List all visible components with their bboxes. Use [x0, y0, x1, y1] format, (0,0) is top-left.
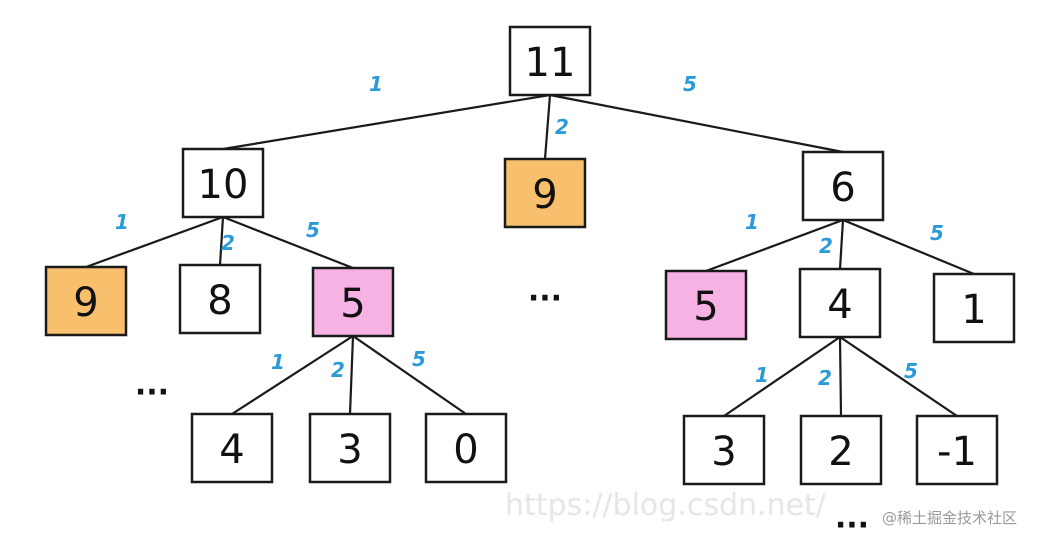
edge-weight-label: 1	[115, 210, 129, 234]
node-box	[915, 414, 999, 486]
edge-weight-label: 2	[819, 234, 833, 258]
node-box	[799, 414, 883, 486]
tree-node-n4r: 4	[798, 267, 882, 339]
node-box	[798, 267, 882, 339]
node-box	[503, 157, 587, 229]
node-value: 5	[340, 281, 365, 327]
node-value: -1	[937, 429, 977, 475]
edge-n6-to-n1	[842, 218, 975, 276]
edge-weight-label: 1	[755, 363, 769, 387]
node-box	[932, 272, 1016, 344]
node-box	[424, 412, 508, 484]
tree-node-n4l: 4	[190, 412, 274, 484]
tree-node-n3r: 3	[682, 414, 766, 486]
edge-labels-layer: 1 2 5 1 2 5 1 2 5 1 2 5 1 2 5	[115, 72, 944, 390]
node-box	[801, 150, 885, 222]
node-value: 8	[207, 278, 232, 324]
edge-n10-to-n8	[218, 216, 225, 266]
node-value: 2	[828, 429, 853, 475]
node-box	[44, 265, 128, 337]
tree-node-n0: 0	[424, 412, 508, 484]
tree-node-n8: 8	[178, 263, 262, 335]
edge-n6-to-n4r	[838, 219, 845, 270]
edge-n4r-to-n3r	[723, 336, 841, 417]
tree-node-n6: 6	[801, 150, 885, 222]
watermark-url: https://blog.csdn.net/	[505, 488, 827, 523]
edge-n11-to-n10	[222, 93, 551, 151]
edge-weight-label: 5	[930, 221, 944, 245]
edge-weight-label: 1	[271, 350, 285, 374]
node-value: 11	[525, 40, 576, 86]
node-value: 4	[219, 427, 244, 473]
node-box	[664, 269, 748, 341]
node-box	[311, 266, 395, 338]
edge-weight-label: 2	[555, 115, 569, 139]
tree-node-n9l: 9	[44, 265, 128, 337]
node-box	[508, 25, 592, 97]
edge-n11-to-n9c	[543, 94, 552, 160]
edge-weight-label: 2	[221, 231, 235, 255]
node-value: 10	[198, 162, 249, 208]
tree-node-n9c: 9	[503, 157, 587, 229]
tree-node-n11: 11	[508, 25, 592, 97]
tree-node-n5r: 5	[664, 269, 748, 341]
edge-n5l-to-n3l	[348, 335, 355, 415]
node-value: 9	[73, 280, 98, 326]
edge-n6-to-n5r	[705, 218, 844, 273]
node-value: 5	[693, 284, 718, 330]
node-value: 3	[337, 427, 362, 473]
tree-node-n3l: 3	[308, 412, 392, 484]
edge-weight-label: 1	[369, 72, 383, 96]
node-box	[308, 412, 392, 484]
node-value: 6	[830, 165, 855, 211]
edge-weight-label: 5	[904, 359, 918, 383]
edge-n4r-to-n2	[838, 336, 843, 417]
tree-node-n10: 10	[181, 147, 265, 219]
edge-weight-label: 5	[683, 72, 697, 96]
edge-weight-label: 2	[818, 366, 832, 390]
node-value: 4	[827, 282, 852, 328]
edge-n4r-to-nm1	[839, 336, 958, 417]
ellipsis-layer: .........	[135, 274, 869, 536]
edge-n10-to-n5l	[222, 215, 354, 270]
node-value: 3	[711, 429, 736, 475]
tree-node-nm1: -1	[915, 414, 999, 486]
edge-n10-to-n9l	[85, 215, 224, 269]
ellipsis-left: ...	[135, 368, 169, 403]
node-box	[181, 147, 265, 219]
node-box	[190, 412, 274, 484]
ellipsis-bottom: ...	[835, 501, 869, 536]
tree-node-n5l: 5	[311, 266, 395, 338]
node-value: 0	[453, 427, 478, 473]
node-value: 1	[961, 287, 986, 333]
edge-weight-label: 1	[745, 210, 759, 234]
edge-n5l-to-n4l	[231, 335, 354, 415]
edge-weight-label: 2	[331, 358, 345, 382]
node-value: 9	[532, 172, 557, 218]
watermark-credit: @稀土掘金技术社区	[882, 509, 1017, 527]
edges-layer	[85, 93, 975, 417]
edge-weight-label: 5	[412, 347, 426, 371]
node-box	[178, 263, 262, 335]
tree-node-n2: 2	[799, 414, 883, 486]
edge-n5l-to-n0	[352, 335, 467, 415]
node-box	[682, 414, 766, 486]
tree-node-n1: 1	[932, 272, 1016, 344]
edge-n11-to-n6	[549, 93, 844, 154]
edge-weight-label: 5	[306, 218, 320, 242]
ellipsis-center: ...	[528, 274, 562, 309]
